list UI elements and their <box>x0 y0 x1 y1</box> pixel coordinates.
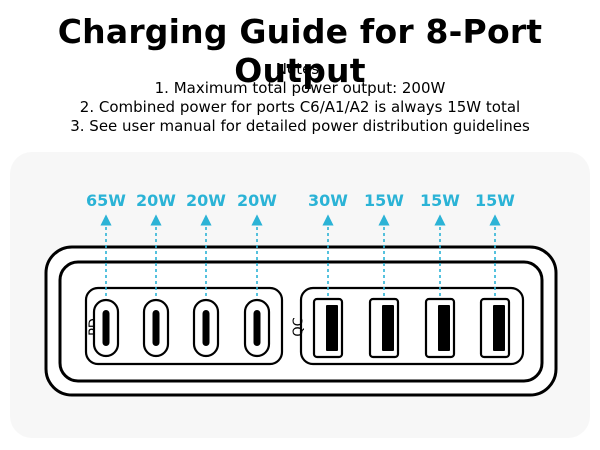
usb-a-tongue <box>326 305 338 351</box>
usb-c-tongue <box>253 310 261 346</box>
port-8: 15W <box>475 191 515 359</box>
port-wattage-label: 65W <box>86 191 126 210</box>
port-1: 65W <box>86 191 126 358</box>
port-4: 20W <box>237 191 277 358</box>
port-5: 30W <box>308 191 348 359</box>
note-item: 2. Combined power for ports C6/A1/A2 is … <box>79 98 521 116</box>
port-7: 15W <box>420 191 460 359</box>
qc-group-frame <box>299 286 525 366</box>
port-wattage-label: 30W <box>308 191 348 210</box>
pd-group-frame <box>84 286 284 366</box>
usb-a-tongue <box>438 305 450 351</box>
usb-c-tongue <box>152 310 160 346</box>
port-2: 20W <box>136 191 176 358</box>
usb-a-tongue <box>382 305 394 351</box>
port-wattage-label: 15W <box>420 191 460 210</box>
port-wattage-label: 20W <box>186 191 226 210</box>
note-item: 3. See user manual for detailed power di… <box>70 117 530 135</box>
port-wattage-label: 15W <box>364 191 404 210</box>
notes-block: Notes: 1. Maximum total power output: 20… <box>0 60 600 136</box>
usb-c-tongue <box>202 310 210 346</box>
page-title: Charging Guide for 8-Port Output <box>57 12 543 90</box>
port-6: 15W <box>364 191 404 359</box>
qc-label: QC <box>292 317 307 336</box>
port-wattage-label: 15W <box>475 191 515 210</box>
port-wattage-label: 20W <box>136 191 176 210</box>
notes-heading: Notes: <box>275 60 325 78</box>
note-item: 1. Maximum total power output: 200W <box>154 79 446 97</box>
port-3: 20W <box>186 191 226 358</box>
usb-c-tongue <box>102 310 110 346</box>
port-wattage-label: 20W <box>237 191 277 210</box>
usb-a-tongue <box>493 305 505 351</box>
